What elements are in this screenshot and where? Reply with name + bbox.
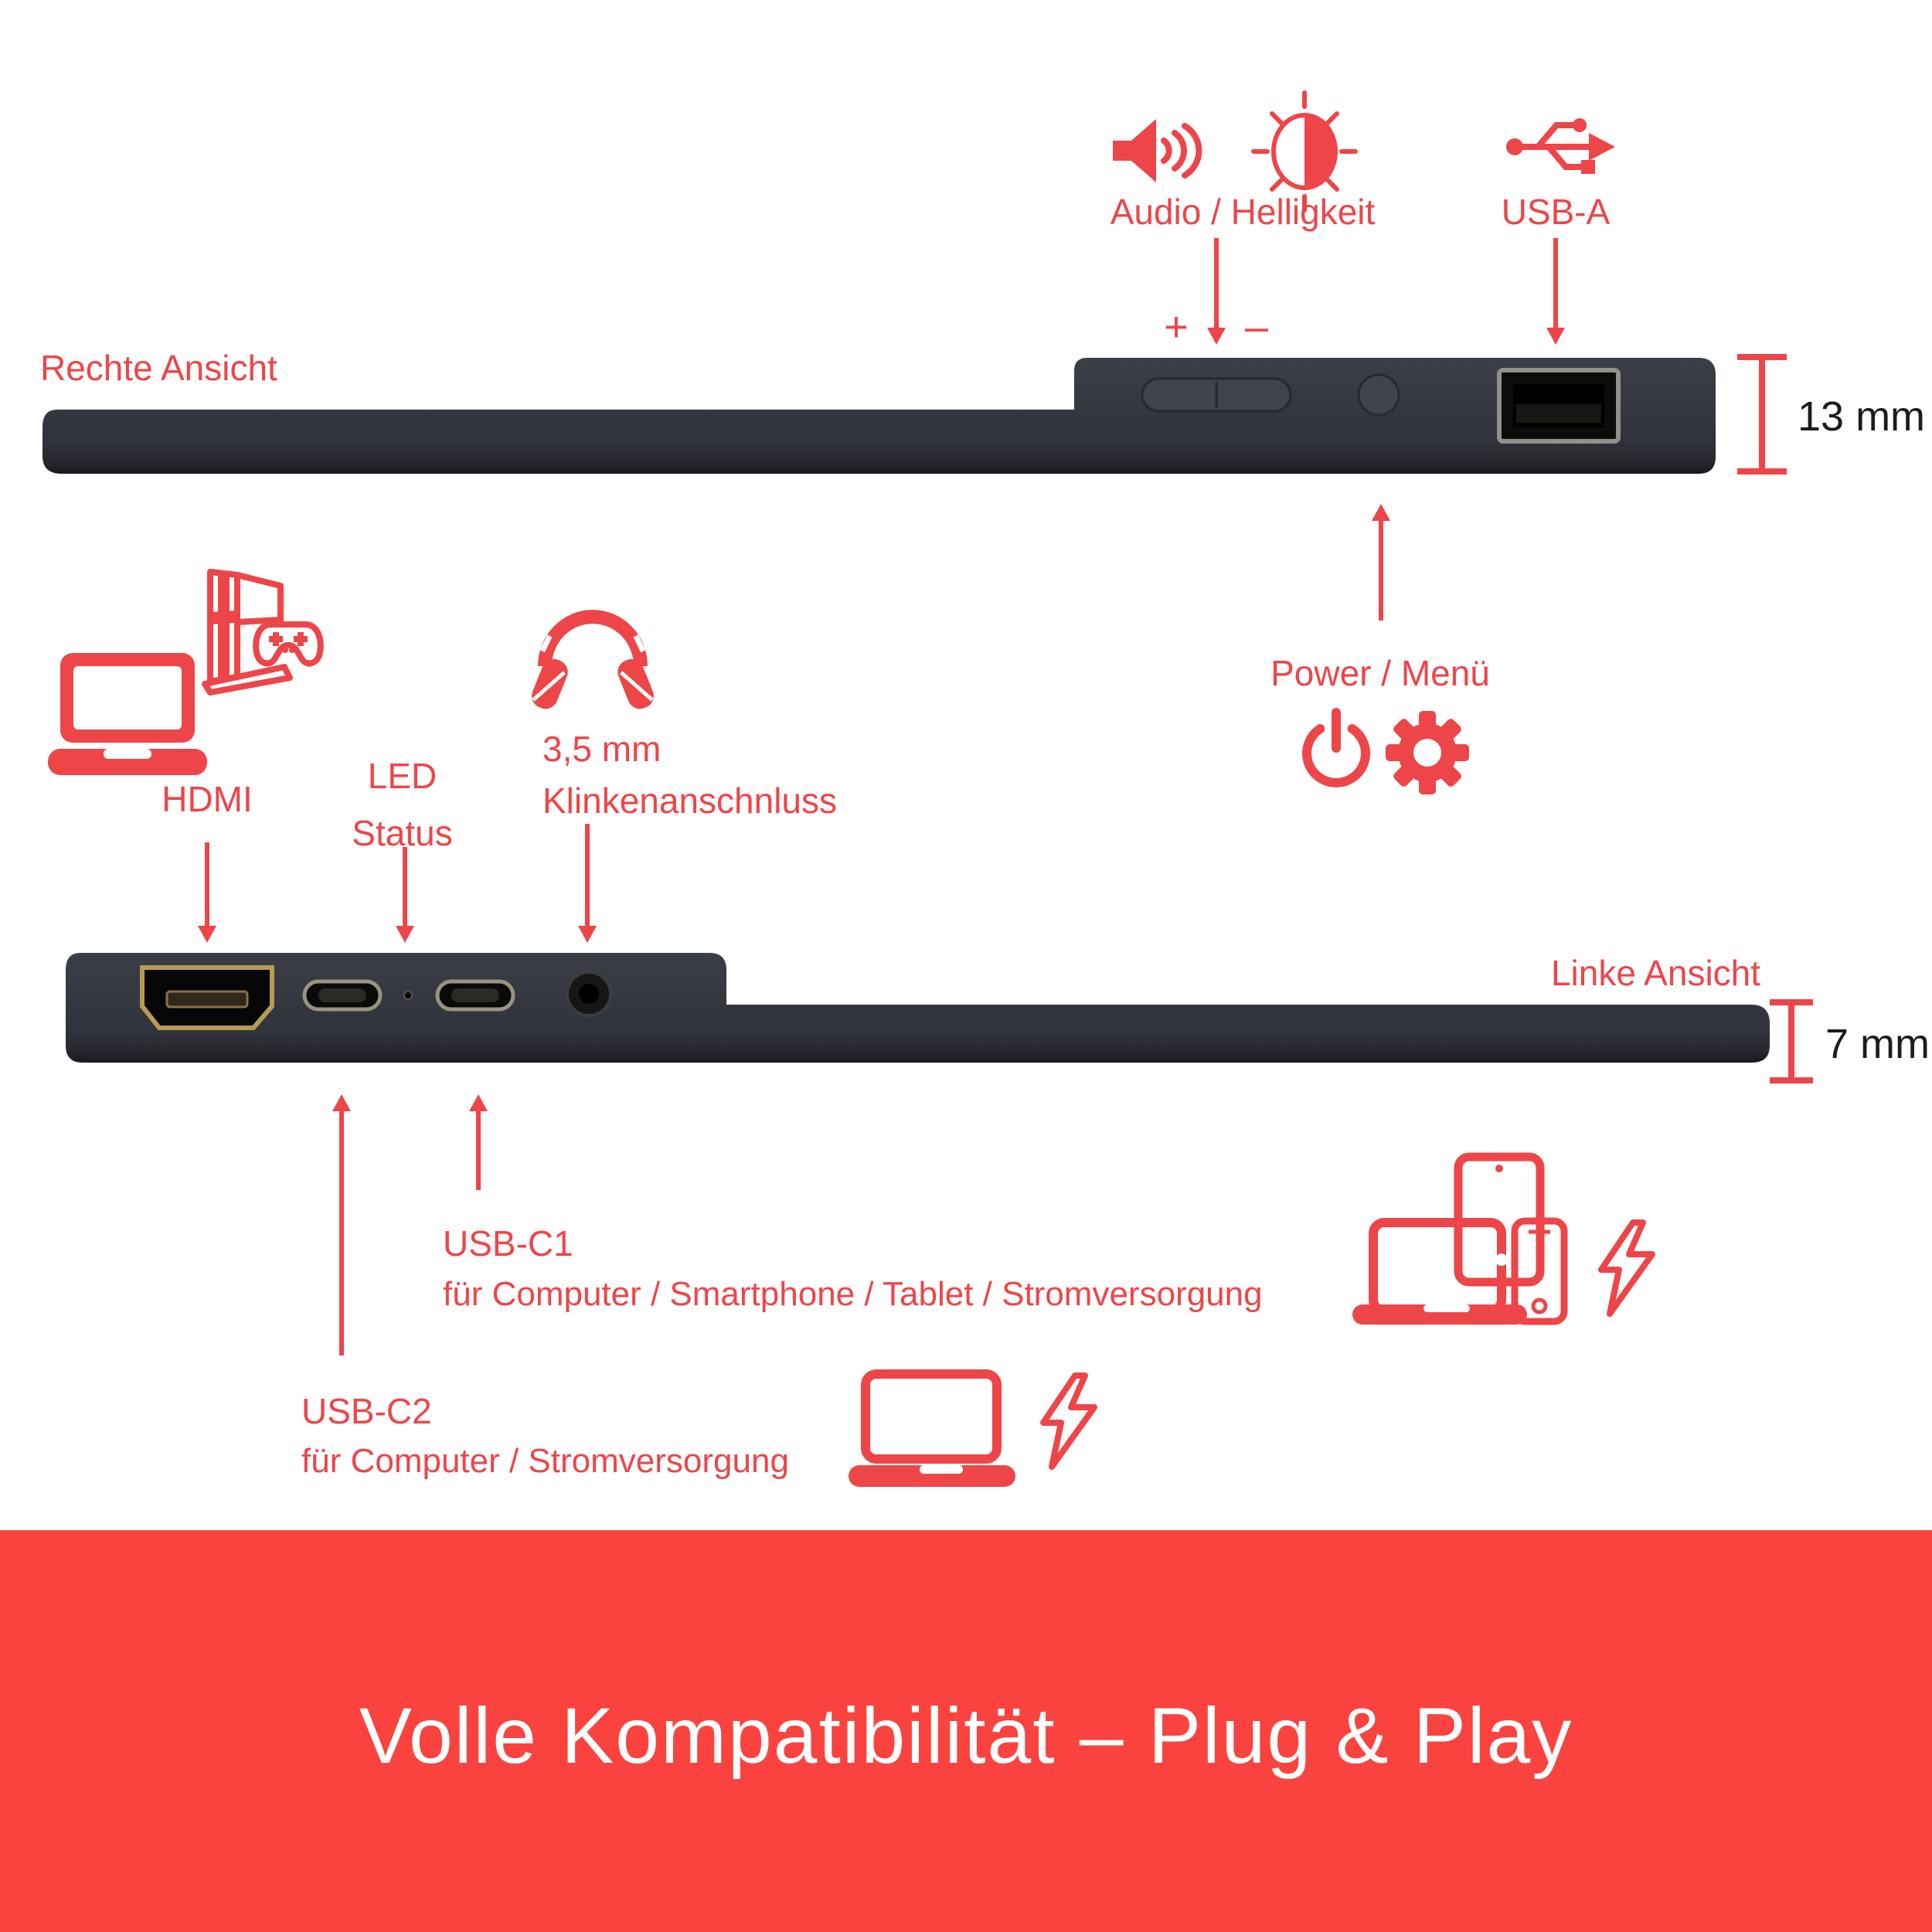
headphones-icon xyxy=(532,610,654,709)
jack-label-line2: Klinkenanschnluss xyxy=(543,780,838,821)
usb-c1-description: für Computer / Smartphone / Tablet / Str… xyxy=(443,1275,1263,1313)
led-indicator xyxy=(403,991,413,1000)
led-status-label: LED Status xyxy=(331,748,474,862)
usb-c2-description: für Computer / Stromversorgung xyxy=(301,1442,789,1480)
device-body xyxy=(43,358,1716,474)
usb-c2-port xyxy=(302,979,383,1012)
multi-device-icon xyxy=(1352,1152,1568,1325)
monitor-right-side-view xyxy=(43,358,1716,474)
power-menu-button xyxy=(1357,373,1400,417)
arrow-usb-a xyxy=(1546,238,1565,345)
power-menu-label: Power / Menü xyxy=(1270,653,1490,693)
laptop-screen-icon xyxy=(1369,1218,1506,1315)
usb-a-port xyxy=(1497,368,1621,444)
plus-label: + xyxy=(1164,304,1189,350)
bracket-7mm xyxy=(1770,999,1813,1083)
usb-a-label: USB-A xyxy=(1501,192,1611,232)
arrow-power-menu xyxy=(1372,504,1390,621)
usb-c1-name: USB-C1 xyxy=(443,1223,573,1264)
bracket-13mm xyxy=(1737,354,1787,474)
monitor-left-side-view xyxy=(66,953,1770,1063)
right-view-label: Rechte Ansicht xyxy=(40,348,277,388)
usb-icon xyxy=(1506,118,1615,174)
thickness-7mm-label: 7 mm xyxy=(1825,1021,1930,1067)
left-view-label: Linke Ansicht xyxy=(1550,953,1761,993)
annotation-arrows xyxy=(198,238,1565,1355)
led-label-line2: Status xyxy=(352,812,453,853)
game-console-icon xyxy=(202,569,324,696)
laptop-icon xyxy=(48,653,207,775)
arrow-usb-c1 xyxy=(469,1094,488,1190)
arrow-jack xyxy=(578,824,597,943)
volume-rocker-button xyxy=(1141,377,1292,413)
thickness-13mm-label: 13 mm xyxy=(1798,393,1926,440)
power-icon xyxy=(1302,708,1370,787)
brightness-icon xyxy=(1251,90,1358,213)
arrow-usb-c2 xyxy=(332,1094,351,1355)
led-label-line1: LED xyxy=(367,756,437,796)
arrow-led xyxy=(396,847,414,943)
hdmi-port xyxy=(140,965,274,1030)
arrow-hdmi xyxy=(198,842,216,943)
usb-c1-port xyxy=(435,979,515,1012)
banner-title: Volle Kompatibilität – Plug & Play xyxy=(359,1692,1573,1780)
banner: Volle Kompatibilität – Plug & Play xyxy=(0,1530,1932,1932)
dimension-brackets xyxy=(1737,354,1813,1083)
audio-brightness-label: Audio / Helligkeit xyxy=(1110,192,1376,232)
smartphone-icon xyxy=(1511,1217,1568,1325)
audio-jack-port xyxy=(566,971,612,1017)
usb-c2-name: USB-C2 xyxy=(301,1391,432,1431)
laptop-icon xyxy=(849,1369,1015,1487)
minus-label: – xyxy=(1244,304,1269,350)
gear-icon xyxy=(1386,711,1469,794)
jack-label: 3,5 mm Klinkenanschnluss xyxy=(543,723,837,826)
arrow-volume xyxy=(1207,238,1226,345)
speaker-icon xyxy=(1113,119,1202,182)
gamepad-icon xyxy=(253,621,324,667)
lightning-icon xyxy=(1598,1219,1655,1317)
lightning-icon xyxy=(1040,1372,1097,1470)
jack-label-line1: 3,5 mm xyxy=(543,729,662,769)
hdmi-label: HDMI xyxy=(162,779,253,819)
